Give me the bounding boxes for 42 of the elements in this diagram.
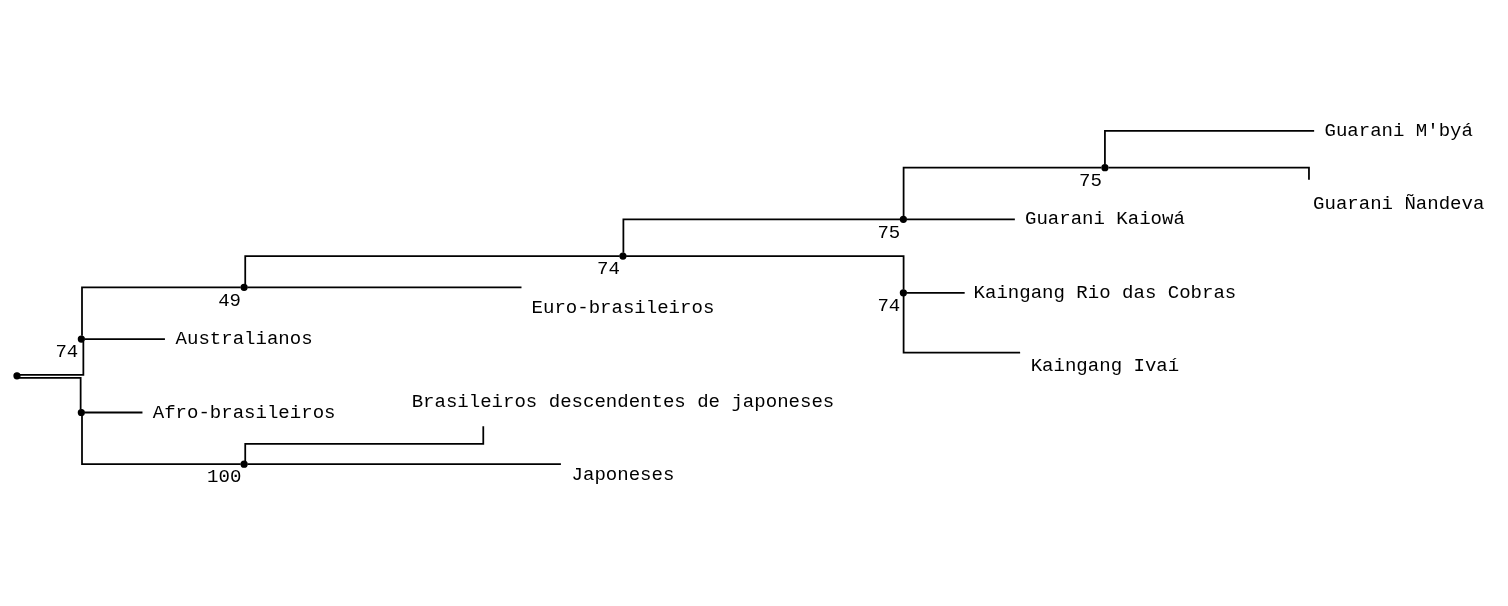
node-point [899,289,907,297]
node-point [240,460,248,468]
node-label: 75 [1079,169,1102,192]
connector [246,286,523,289]
node-text: Guarani Ñandeva [1313,193,1485,216]
node-label: 74 [55,341,79,364]
node-point [77,408,85,417]
node-point [240,283,248,291]
node-text: Guarani Kaiowá [1024,208,1185,231]
node-label: 49 [218,289,242,312]
connector [1104,130,1316,166]
connector [18,377,82,411]
node-label: 74 [877,294,901,317]
node-text: Afro-brasileiros [152,401,336,424]
node-label: 74 [597,258,620,281]
node-point [619,252,627,260]
connector [244,255,621,286]
node-text: Japoneses [571,464,675,487]
connector [18,340,85,376]
connector [81,415,242,466]
node-text: Guarani M'byá [1324,119,1473,142]
connector [81,286,242,337]
connector [625,255,905,291]
connector [906,291,966,294]
connector [902,166,1103,217]
node-text: Brasileiros descendentes de japoneses [411,390,835,413]
connector [83,338,166,340]
connector [83,411,144,414]
node-point [899,215,907,223]
node-point [77,335,85,343]
node-text: Australianos [175,328,313,351]
node-label: 75 [877,221,901,244]
node-point [1101,164,1109,172]
node-text: Kaingang Rio das Cobras [973,281,1237,304]
node-text: Euro-brasileiros [531,296,715,319]
node-point [13,372,21,380]
connector [246,463,562,466]
node-label: 100 [207,466,242,489]
connector [622,218,902,254]
connector [906,218,1016,221]
node-text: Kaingang Ivaí [1030,355,1180,378]
connector [902,295,1021,354]
